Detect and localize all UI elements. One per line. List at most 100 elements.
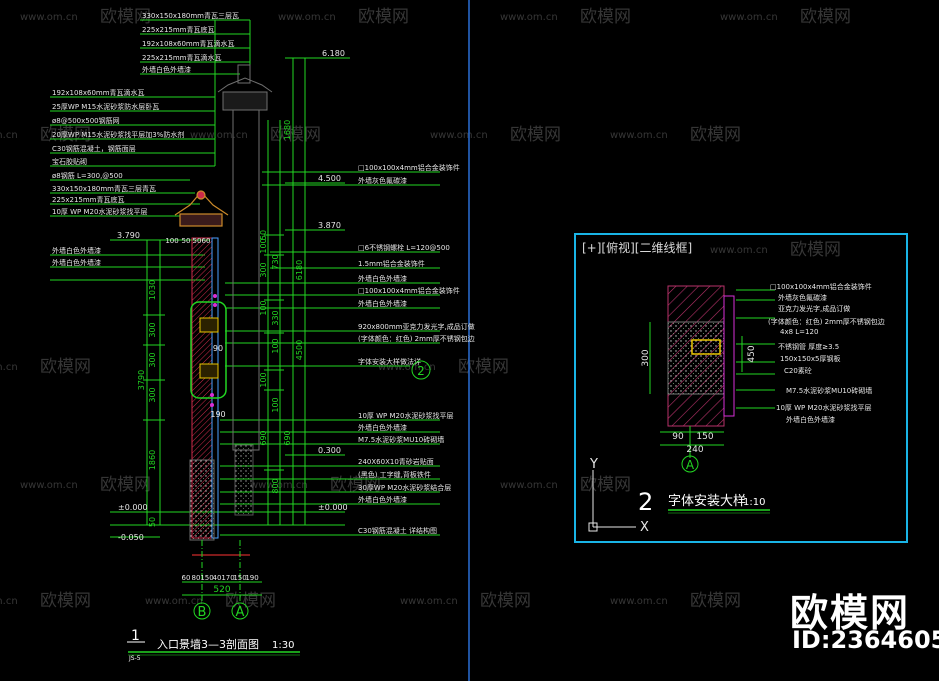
detail-callout: 亚克力发光字,成品订做	[778, 304, 850, 313]
ucs-x-label: X	[640, 520, 649, 535]
left-callout: C30钢筋混凝土，钢筋面层	[52, 144, 136, 153]
dim-left: 1030	[148, 280, 157, 300]
left-callout: 225x215mm青瓦底瓦	[52, 195, 125, 204]
detail-dim: 150	[696, 432, 713, 442]
viewport-title[interactable]: [+][俯视][二维线框]	[582, 241, 693, 255]
detail-labels: A 2 字体安装大样 1:10 Y X	[589, 457, 765, 535]
left-callout: 192x108x60mm青瓦滴水瓦	[142, 39, 235, 48]
watermark-brand: 欧模网	[790, 240, 841, 260]
watermark-brand: 欧模网	[480, 591, 531, 611]
right-callout: 外墙白色外墙漆	[358, 423, 407, 432]
detail-title: 字体安装大样	[668, 494, 746, 509]
bottom-total: 520	[213, 585, 230, 595]
dim-bottom: 150	[200, 574, 213, 582]
watermark-site: www.om.cn	[0, 362, 18, 373]
watermark-site: www.om.cn	[500, 12, 558, 23]
dim-right: 100	[259, 238, 268, 253]
left-callout: 330x150x180mm青瓦三层瓦	[142, 11, 239, 20]
watermark-site: www.om.cn	[400, 596, 458, 607]
right-callout: 10厚 WP M20水泥砂浆找平层	[358, 411, 453, 420]
detail-number: 2	[638, 488, 653, 516]
circle-two-label: 2	[417, 364, 425, 378]
dim-bottom: 170	[221, 574, 234, 582]
detail-callout: 4x8 L=120	[780, 328, 818, 336]
dim-right: 100	[259, 300, 268, 315]
detail-dim: 450	[747, 345, 757, 362]
right-callout: C30钢筋混凝土 详结构图	[358, 526, 437, 535]
dim-top: 60	[202, 237, 211, 245]
watermark-site: www.om.cn	[145, 596, 203, 607]
watermark-site: www.om.cn	[20, 480, 78, 491]
dim-bottom: 150	[233, 574, 246, 582]
watermark-brand: 欧模网	[40, 357, 91, 377]
watermark-brand: 欧模网	[40, 125, 91, 145]
axis-a-label: A	[236, 605, 245, 620]
dim-left: 300	[148, 352, 157, 367]
dim-right: 800	[271, 478, 280, 493]
dim-small: 90	[213, 344, 223, 353]
elevation-mark: -0.050	[118, 533, 144, 542]
section-title-block: 1 JS-5 入口景墙3—3剖面图 1:30	[128, 628, 294, 662]
detail-callout: M7.5水泥砂浆MU10砖砌墙	[786, 386, 872, 395]
detail-callout-labels: □100x100x4mm铝合金装饰件外墙灰色氟碳漆亚克力发光字,成品订做(字体颜…	[768, 282, 885, 424]
watermark-brand: 欧模网	[690, 125, 741, 145]
axis-labels: B A	[198, 605, 245, 620]
watermark-brand: 欧模网	[330, 475, 381, 495]
dim-small: 190	[210, 410, 225, 419]
dim-bottom: 80	[192, 574, 201, 582]
dim-right: 1680	[283, 120, 292, 140]
watermark-site: www.om.cn	[720, 12, 778, 23]
dim-right: 100	[271, 338, 280, 353]
elevation-mark: 0.300	[318, 446, 341, 455]
elevation-labels: 6.1804.5003.8703.7900.300±0.000±0.000-0.…	[117, 49, 348, 542]
right-callout: 外墙白色外墙漆	[358, 274, 407, 283]
watermark-brand: 欧模网	[690, 591, 741, 611]
right-callout: 外墙白色外墙漆	[358, 495, 407, 504]
dimension-labels: 1030300300300379018605016805010030010073…	[137, 120, 304, 582]
left-callout-labels: 330x150x180mm青瓦三层瓦 225x215mm青瓦底瓦 192x108x6…	[52, 11, 239, 267]
right-callout: □100x100x4mm铝合金装饰件	[358, 286, 460, 295]
watermark-brand: 欧模网	[458, 357, 509, 377]
detail-callout: (字体颜色：红色) 2mm厚不锈钢包边	[768, 317, 885, 326]
dim-right: 690	[259, 430, 268, 445]
dim-bottom: 60	[182, 574, 191, 582]
bottom-total-dim: 520	[213, 585, 230, 595]
dim-right: 4500	[295, 340, 304, 360]
watermark-layer: 欧模网 www.om.cn 欧模网 www.om.cn 欧模网 www.om.cn 欧模网 w…	[0, 7, 851, 611]
detail-callout: 外墙白色外墙漆	[786, 415, 835, 424]
watermark-brand: 欧模网	[580, 7, 631, 27]
right-callout: □100x100x4mm铝合金装饰件	[358, 163, 460, 172]
dim-right: 690	[283, 430, 292, 445]
dim-right: 50	[259, 230, 268, 240]
left-callout: 225x215mm青瓦底瓦	[142, 25, 215, 34]
circle-two: 2	[411, 360, 431, 380]
detail-callout: 不锈钢管 厚度≥3.5	[778, 342, 839, 351]
detail-callout: 150x150x5厚钢板	[780, 354, 840, 363]
detail-dim: 90	[672, 432, 684, 442]
axis-b-label: B	[198, 605, 207, 620]
watermark-brand: 欧模网	[100, 7, 151, 27]
ucs-y-label: Y	[589, 457, 598, 472]
elevation-mark: ±0.000	[318, 503, 348, 512]
watermark-site: www.om.cn	[0, 596, 18, 607]
right-callout: 外墙白色外墙漆	[358, 299, 407, 308]
elevation-mark: 4.500	[318, 174, 341, 183]
brand-id: ID:2364605	[792, 626, 939, 654]
section-sub: JS-5	[128, 655, 141, 662]
watermark-site: www.om.cn	[190, 130, 248, 141]
detail-callout: 外墙灰色氟碳漆	[778, 293, 827, 302]
watermark-site: www.om.cn	[278, 12, 336, 23]
watermark-site: www.om.cn	[610, 130, 668, 141]
viewport-frame[interactable]: [+][俯视][二维线框]	[574, 233, 908, 543]
watermark-brand: 欧模网	[800, 7, 851, 27]
right-callout: 1.5mm铝合金装饰件	[358, 259, 425, 268]
left-callout: 外墙白色外墙漆	[52, 246, 101, 255]
right-callout: 字体安装大样做法详	[358, 357, 421, 366]
left-callout: 330x150x180mm青瓦三层青瓦	[52, 184, 156, 193]
right-callout: □6不锈钢螺栓 L=120@500	[358, 243, 450, 252]
dim-bottom: 190	[245, 574, 258, 582]
watermark-site: www.om.cn	[0, 130, 18, 141]
